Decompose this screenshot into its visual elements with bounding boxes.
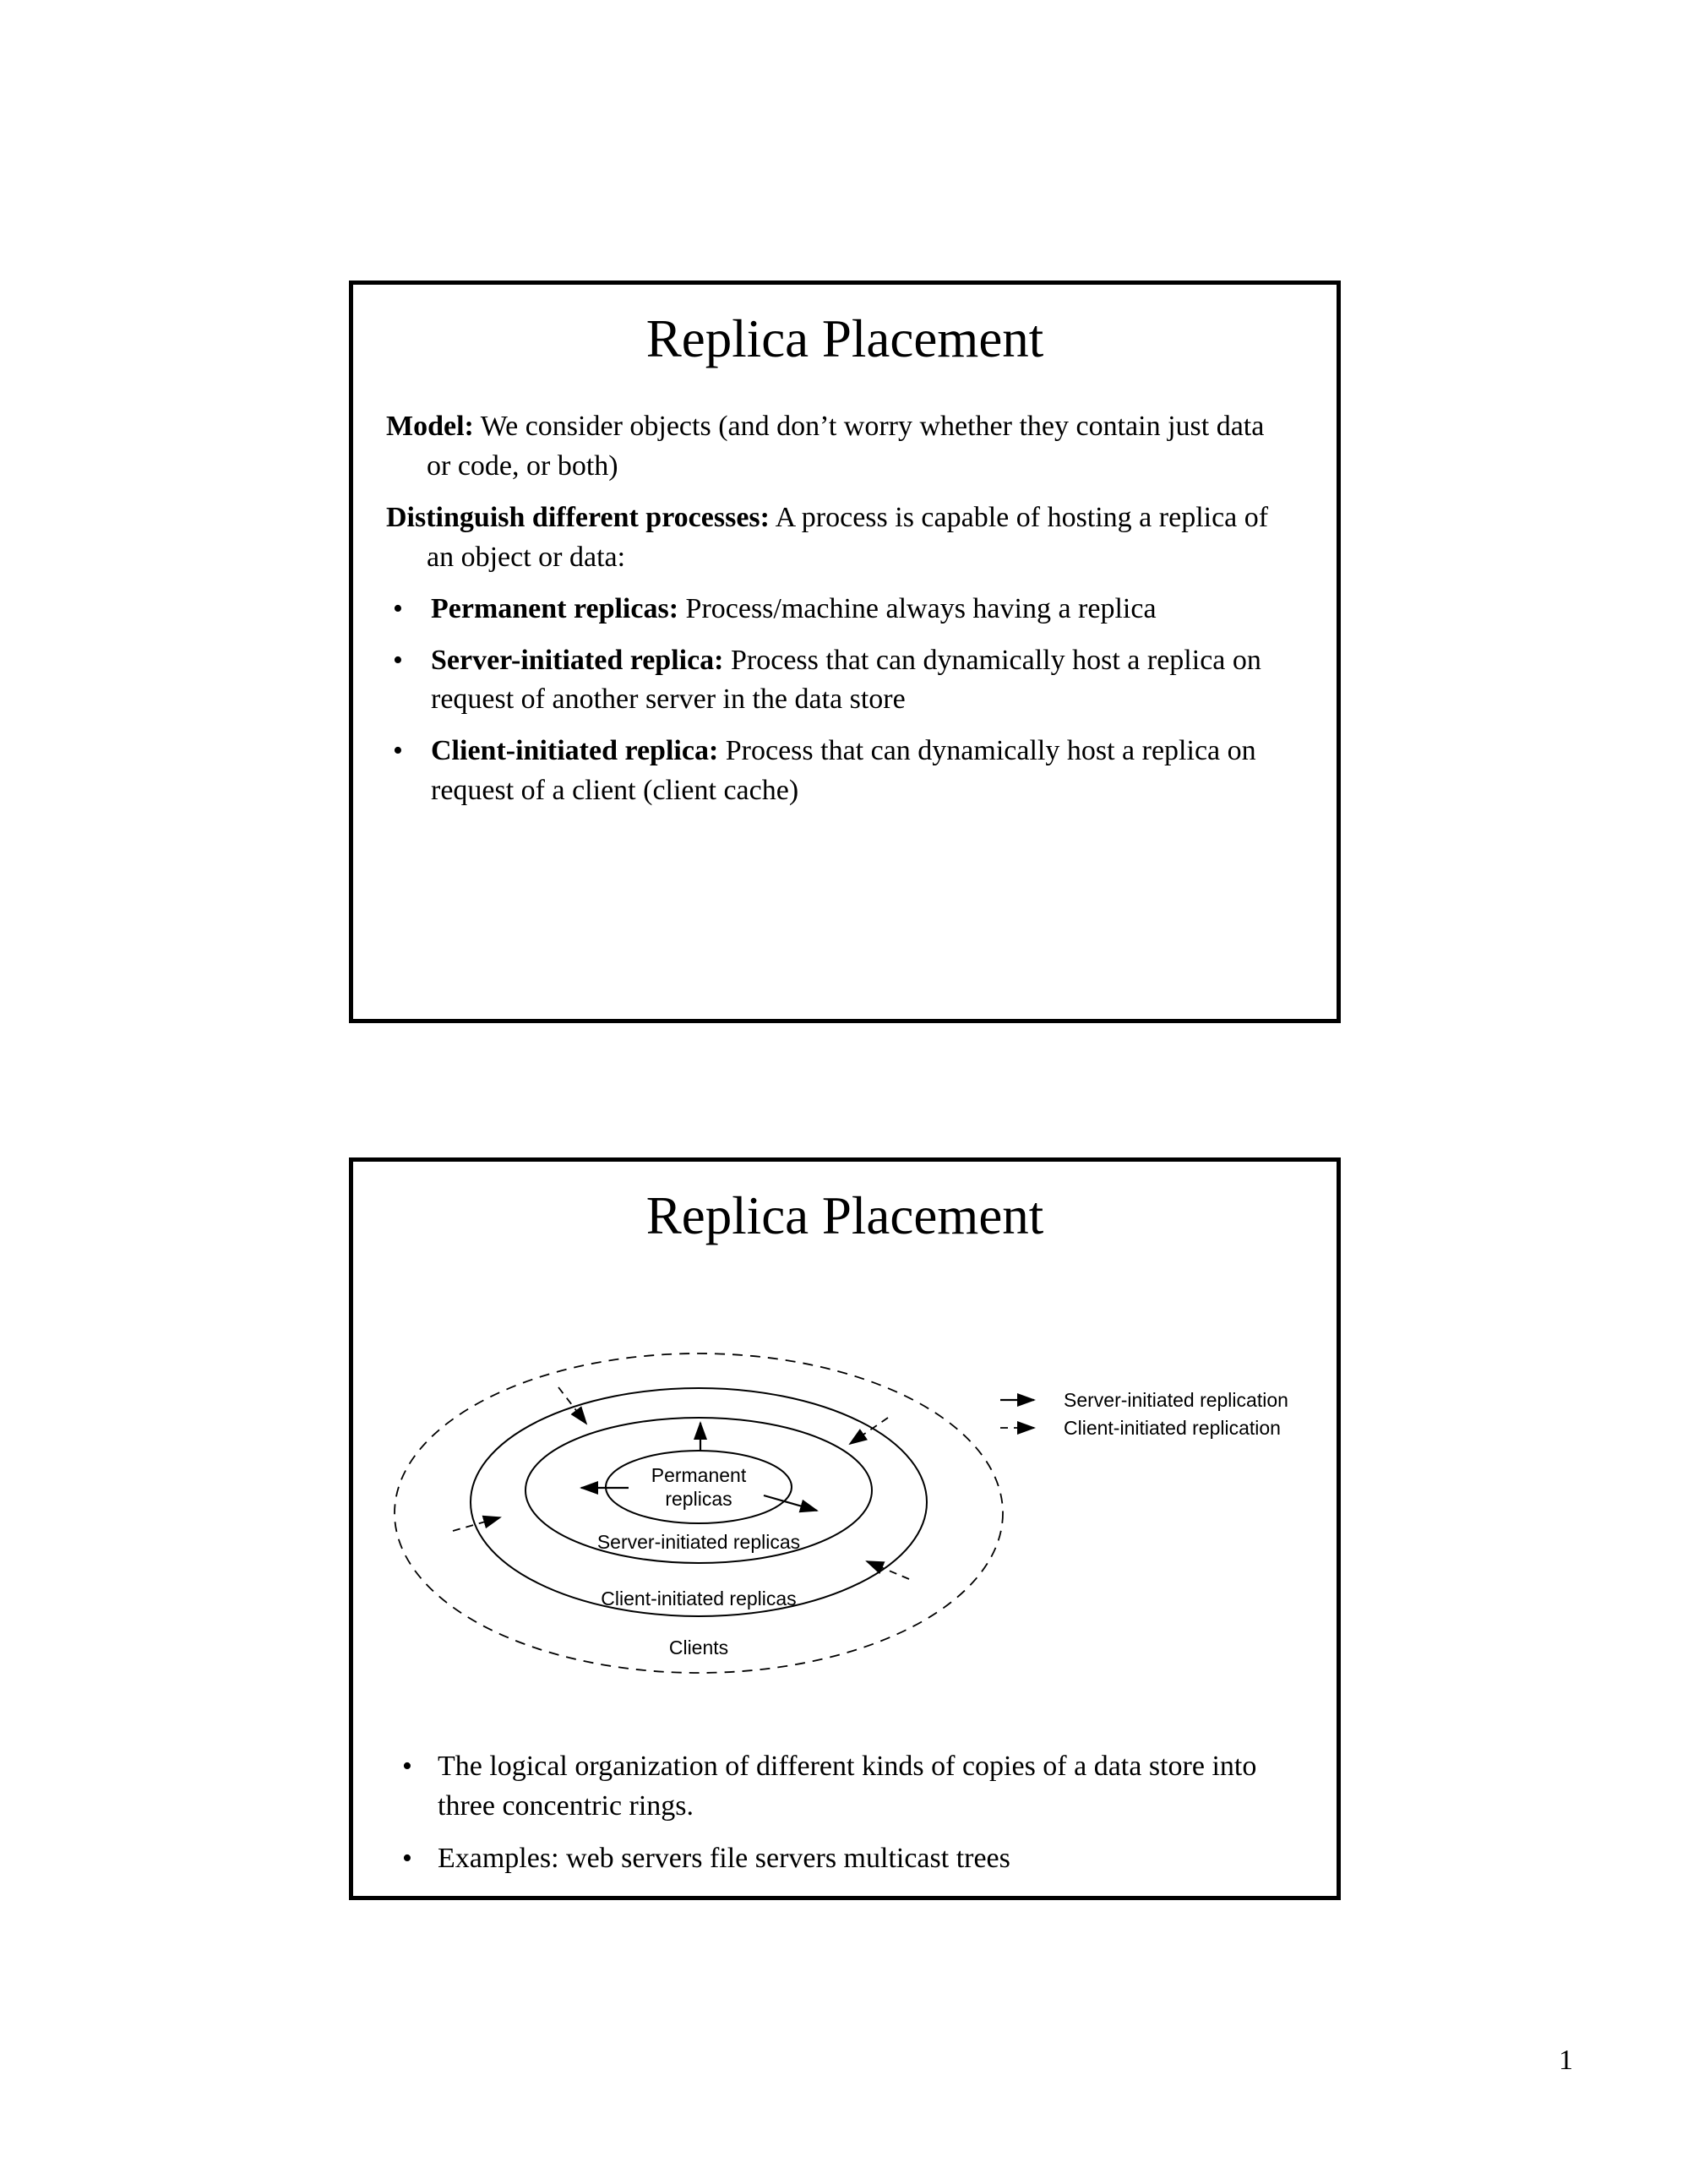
bullet-text: The logical organization of different ki… bbox=[438, 1751, 1257, 1822]
clients-ring-label: Clients bbox=[669, 1637, 728, 1658]
bullet-lead: Server-initiated replica: bbox=[431, 644, 724, 676]
paragraph-distinguish: Distinguish different processes: A proce… bbox=[386, 498, 1292, 578]
client-replication-arrow-left bbox=[452, 1515, 502, 1532]
paragraph-text: We consider objects (and don’t worry whe… bbox=[427, 411, 1265, 482]
client-initiated-ring-label: Client-initiated replicas bbox=[601, 1588, 796, 1609]
slide-1-title: Replica Placement bbox=[645, 309, 1044, 368]
diagram-legend: Server-initiated replication Client-init… bbox=[1000, 1389, 1288, 1439]
bullet-permanent-replicas: • Permanent replicas: Process/machine alw… bbox=[386, 590, 1292, 629]
slide-2-title: Replica Placement bbox=[645, 1186, 1044, 1245]
paragraph-model: Model: We consider objects (and don’t wo… bbox=[386, 407, 1292, 487]
bullet-text: Process/machine always having a replica bbox=[678, 592, 1157, 624]
bullet-icon: • bbox=[393, 735, 403, 767]
page-number: 1 bbox=[1559, 2045, 1573, 2076]
legend-label-server: Server-initiated replication bbox=[1064, 1389, 1288, 1411]
server-initiated-ring-ellipse bbox=[525, 1417, 873, 1564]
paragraph-lead: Model: bbox=[386, 411, 474, 442]
server-replication-arrow-right bbox=[763, 1494, 819, 1513]
clients-ring-ellipse bbox=[394, 1353, 1004, 1674]
legend-label-client: Client-initiated replication bbox=[1064, 1417, 1281, 1439]
bullet-icon: • bbox=[393, 644, 403, 676]
client-replication-arrow-top-right bbox=[848, 1417, 889, 1446]
bullet-lead: Permanent replicas: bbox=[431, 592, 679, 624]
permanent-replicas-label-line1: Permanent bbox=[651, 1464, 747, 1486]
client-replication-arrow-top-left bbox=[558, 1386, 588, 1425]
bullet-logical-organization: • The logical organization of different k… bbox=[402, 1747, 1289, 1827]
bullet-examples: • Examples: web servers file servers mult… bbox=[402, 1839, 1289, 1879]
replica-rings-diagram: Permanent replicas Server-initiated repl… bbox=[394, 1353, 1288, 1674]
bullet-server-initiated: • Server-initiated replica: Process that … bbox=[386, 641, 1292, 721]
client-initiated-ring-ellipse bbox=[470, 1387, 928, 1617]
permanent-replicas-label-line2: replicas bbox=[665, 1488, 732, 1510]
bullet-text: Process that can dynamically host a repl… bbox=[431, 735, 1256, 807]
slide-1-body: Model: We consider objects (and don’t wo… bbox=[386, 407, 1292, 823]
bullet-text: Process that can dynamically host a repl… bbox=[431, 644, 1261, 716]
permanent-replicas-ellipse bbox=[605, 1450, 792, 1524]
server-initiated-ring-label: Server-initiated replicas bbox=[597, 1531, 800, 1553]
bullet-icon: • bbox=[402, 1842, 412, 1874]
paragraph-text: A process is capable of hosting a replic… bbox=[427, 501, 1269, 573]
bullet-client-initiated: • Client-initiated replica: Process that … bbox=[386, 732, 1292, 811]
bullet-lead: Client-initiated replica: bbox=[431, 735, 719, 767]
bullet-icon: • bbox=[402, 1751, 412, 1782]
slide-2: Replica Placement Permanent replicas Ser… bbox=[349, 1157, 1341, 1900]
slide-2-bullets: • The logical organization of different k… bbox=[402, 1747, 1289, 1892]
slide-1: Replica Placement Model: We consider obj… bbox=[349, 280, 1341, 1023]
paragraph-lead: Distinguish different processes: bbox=[386, 501, 770, 533]
bullet-text: Examples: web servers file servers multi… bbox=[438, 1842, 1010, 1874]
bullet-icon: • bbox=[393, 592, 403, 624]
